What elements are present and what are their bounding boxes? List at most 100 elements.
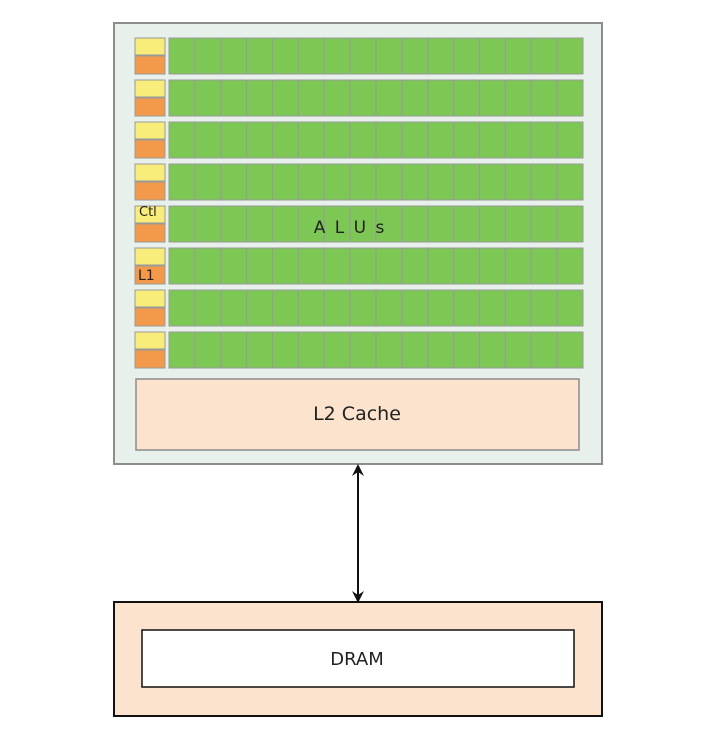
- alu-cell: [375, 289, 403, 327]
- alu-cell: [246, 163, 273, 201]
- alu-cell: [349, 205, 377, 243]
- alu-cell: [246, 37, 273, 75]
- alu-cell: [453, 289, 480, 327]
- alu-cell: [194, 331, 222, 369]
- alu-cell: [272, 247, 299, 285]
- alu-cell: [349, 37, 377, 75]
- alu-cell: [272, 121, 299, 159]
- alu-cell: [375, 163, 403, 201]
- alu-cell: [453, 331, 480, 369]
- alu-cell: [194, 121, 222, 159]
- alu-cell: [375, 79, 403, 117]
- alu-cell: [168, 37, 196, 75]
- alu-cell: [479, 79, 506, 117]
- alus-label: A L U s: [314, 218, 387, 238]
- alu-cell: [556, 247, 584, 285]
- alu-cell: [401, 247, 429, 285]
- alu-cell: [220, 289, 248, 327]
- alu-cell: [297, 37, 325, 75]
- alu-cell: [401, 37, 429, 75]
- alu-cell: [479, 247, 506, 285]
- control-unit: [134, 289, 166, 308]
- alu-cell: [530, 79, 558, 117]
- alu-cell: [401, 79, 429, 117]
- alu-cell: [427, 121, 455, 159]
- control-unit: [134, 37, 166, 56]
- alu-cell: [297, 289, 325, 327]
- l1-cache-cell: [134, 307, 166, 327]
- alu-cell: [530, 121, 558, 159]
- alu-cell: [401, 205, 429, 243]
- alu-cell: [556, 121, 584, 159]
- alu-cell: [427, 79, 455, 117]
- alu-cell: [220, 163, 248, 201]
- alu-cell: [401, 289, 429, 327]
- alu-cell: [504, 205, 532, 243]
- alu-cell: [194, 79, 222, 117]
- control-unit: [134, 205, 166, 224]
- l1-cache-cell: [134, 181, 166, 201]
- l1-cache-cell: [134, 139, 166, 159]
- alu-cell: [168, 121, 196, 159]
- alu-cell: [453, 79, 480, 117]
- sm-rows: [134, 37, 584, 369]
- alu-cell: [479, 121, 506, 159]
- alu-cell: [272, 289, 299, 327]
- alu-cell: [297, 331, 325, 369]
- alu-cell: [323, 331, 351, 369]
- alu-cell: [530, 205, 558, 243]
- alu-cell: [272, 331, 299, 369]
- alu-cell: [479, 289, 506, 327]
- alu-cell: [323, 289, 351, 327]
- control-unit: [134, 331, 166, 350]
- alu-cell: [453, 163, 480, 201]
- alu-cell: [479, 331, 506, 369]
- alu-cell: [453, 247, 480, 285]
- alu-cell: [194, 205, 222, 243]
- alu-cell: [453, 205, 480, 243]
- ctl-label: Ctl: [139, 205, 157, 220]
- alu-cell: [297, 205, 325, 243]
- alu-cell: [401, 121, 429, 159]
- l1-cache-cell: [134, 349, 166, 369]
- alu-cell: [427, 163, 455, 201]
- alu-cell: [272, 205, 299, 243]
- alu-cell: [375, 247, 403, 285]
- alu-cell: [556, 331, 584, 369]
- alu-cell: [349, 79, 377, 117]
- alu-cell: [194, 37, 222, 75]
- alu-cell: [427, 289, 455, 327]
- alu-cell: [556, 163, 584, 201]
- alu-cell: [168, 247, 196, 285]
- alu-cell: [297, 121, 325, 159]
- alu-cell: [479, 205, 506, 243]
- alu-cell: [272, 37, 299, 75]
- alu-cell: [168, 79, 196, 117]
- alu-cell: [479, 163, 506, 201]
- alu-cell: [323, 205, 351, 243]
- alu-cell: [272, 79, 299, 117]
- alu-cell: [220, 37, 248, 75]
- alu-cell: [246, 247, 273, 285]
- alu-cell: [349, 121, 377, 159]
- l1-cache-cell: [134, 265, 166, 285]
- alu-cell: [479, 37, 506, 75]
- alu-cell: [323, 37, 351, 75]
- alu-cell: [168, 289, 196, 327]
- l1-cache-cell: [134, 55, 166, 75]
- alu-cell: [168, 331, 196, 369]
- alu-cell: [220, 79, 248, 117]
- dram-label: DRAM: [330, 649, 383, 670]
- alu-cell: [453, 121, 480, 159]
- alu-cell: [220, 331, 248, 369]
- alu-cell: [194, 247, 222, 285]
- alu-cell: [323, 163, 351, 201]
- alu-cell: [453, 37, 480, 75]
- alu-cell: [220, 247, 248, 285]
- alu-cell: [323, 79, 351, 117]
- alu-cell: [504, 331, 532, 369]
- alu-cell: [246, 289, 273, 327]
- alu-cell: [401, 331, 429, 369]
- alu-cell: [427, 205, 455, 243]
- alu-cell: [349, 247, 377, 285]
